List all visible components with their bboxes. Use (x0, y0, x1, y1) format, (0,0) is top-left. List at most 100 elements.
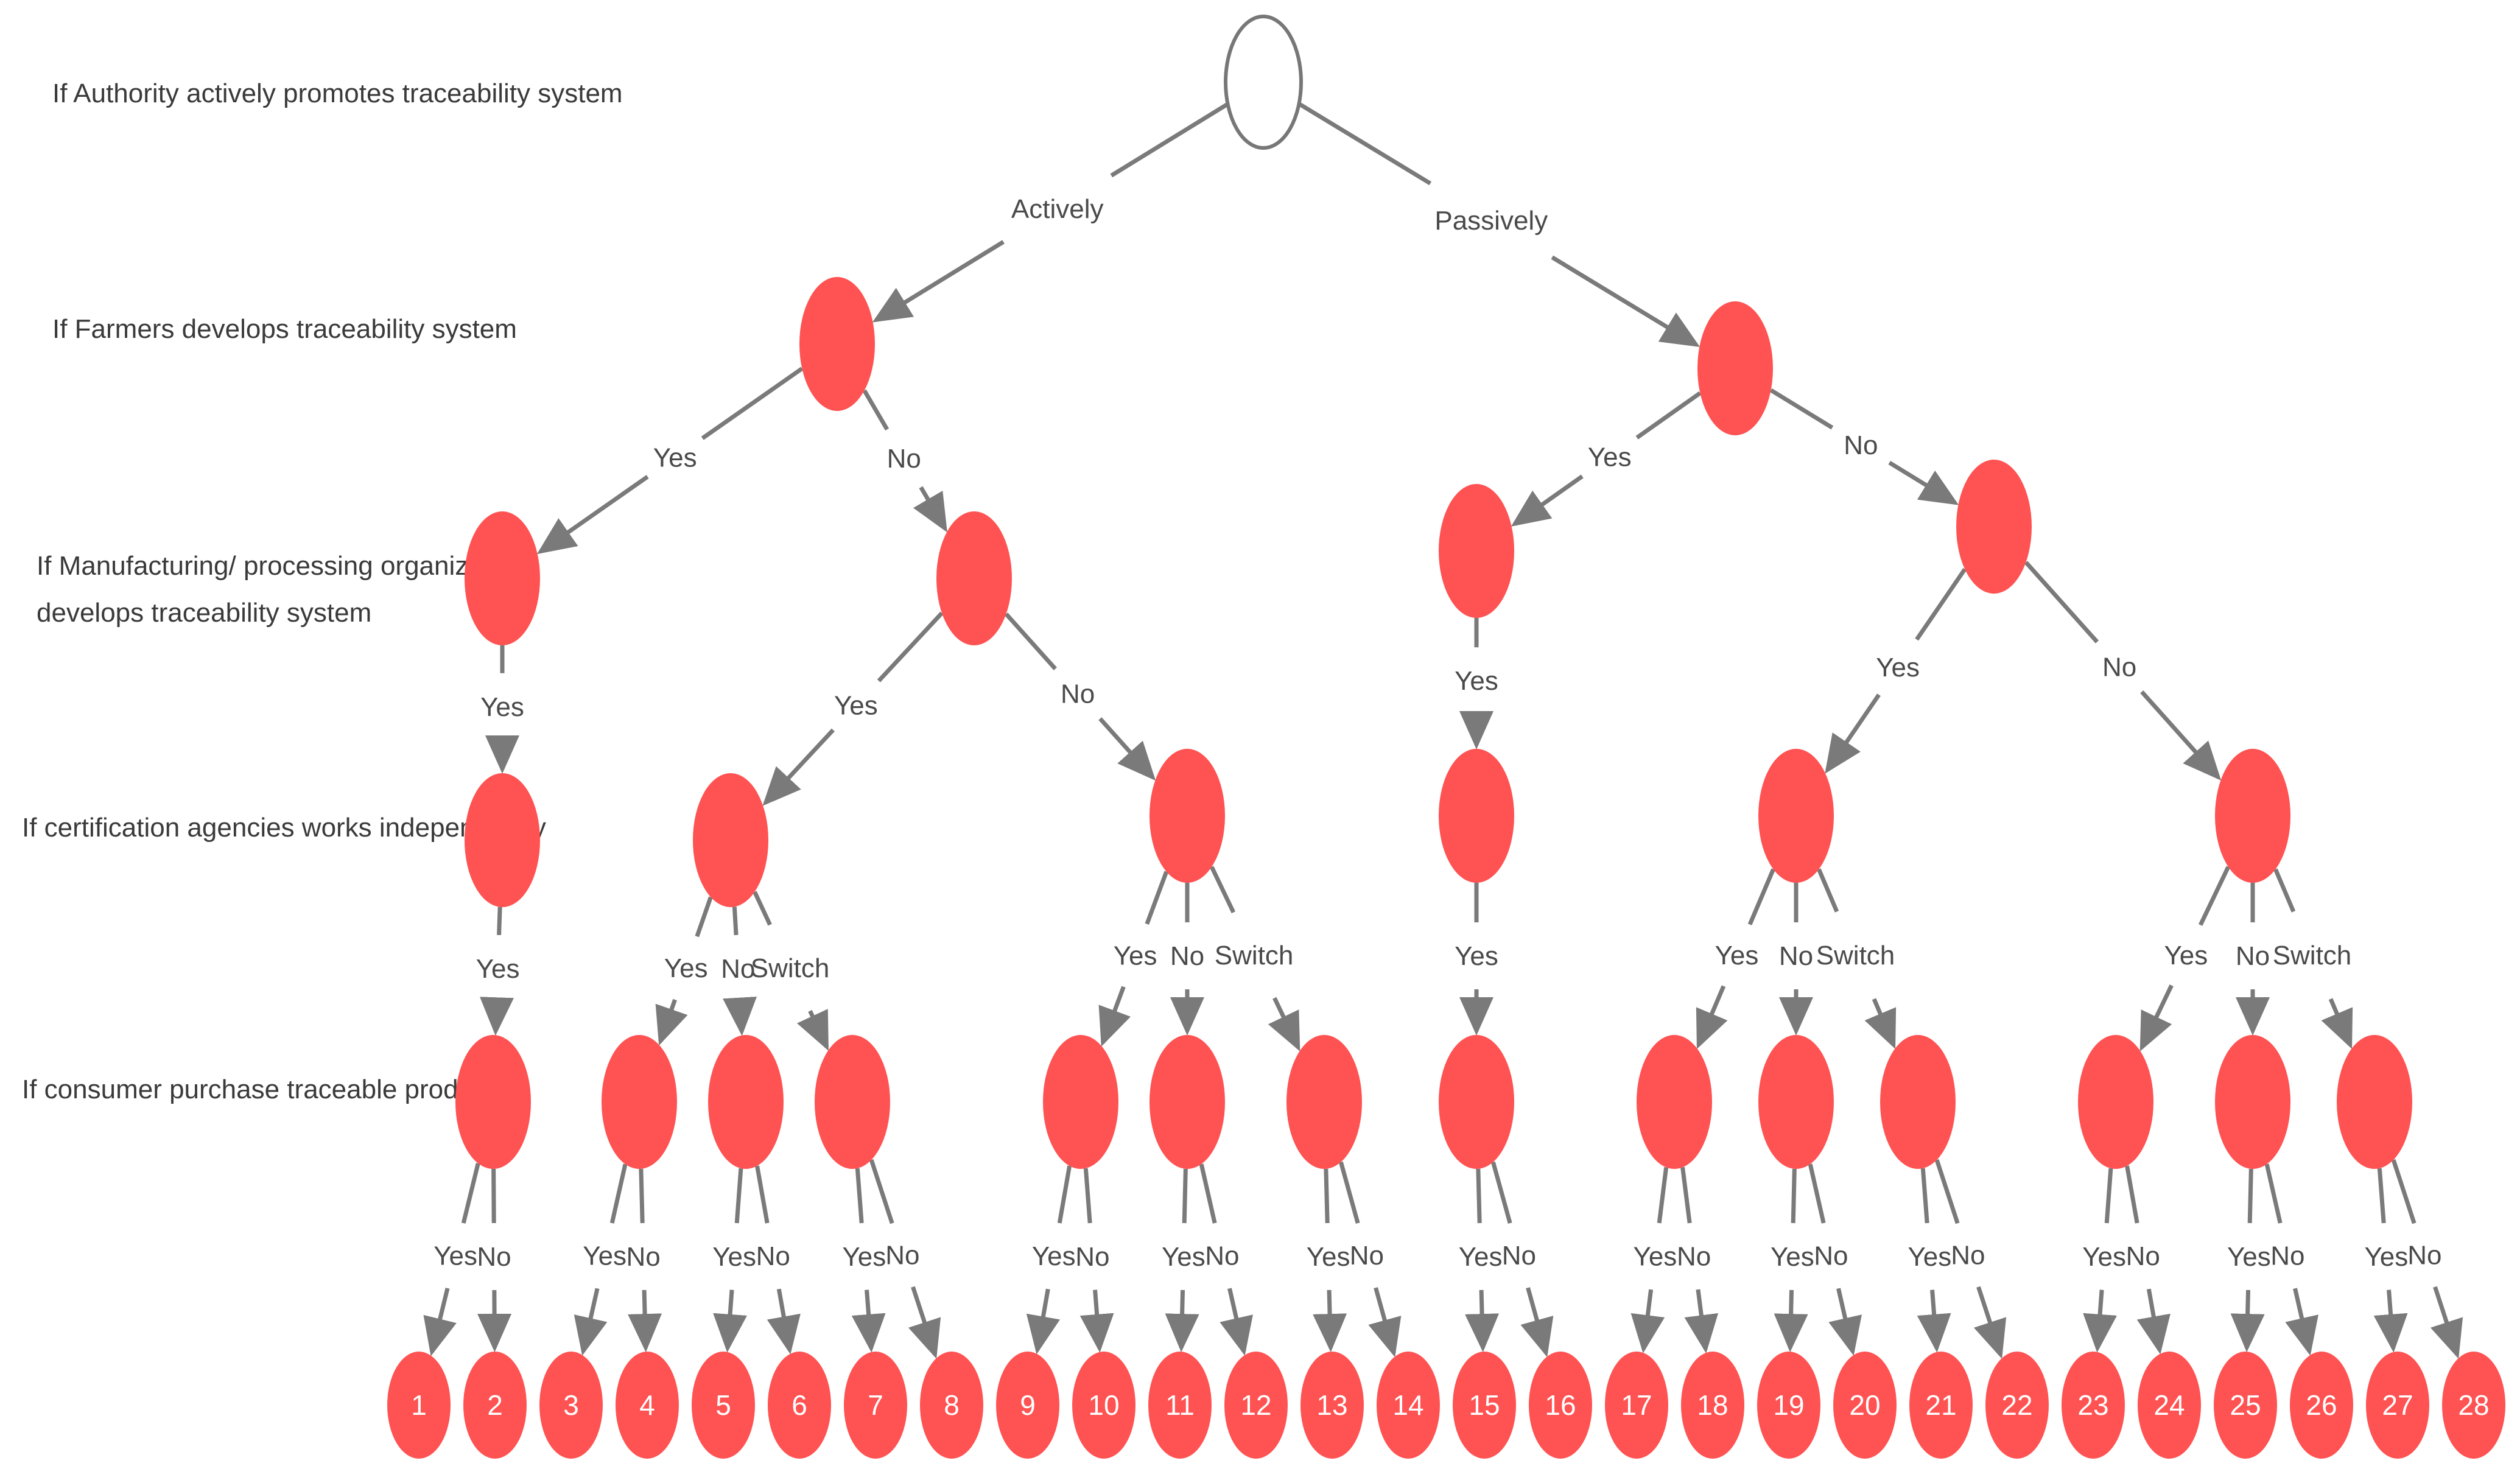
edge-P13-L25: Yes (2227, 1168, 2271, 1353)
edge-C5-P9: Yes (1696, 868, 1775, 1050)
edge-line-upper (869, 1159, 894, 1224)
decision-node-P12 (2078, 1035, 2153, 1169)
edge-label: No (2126, 1241, 2160, 1271)
edge-line-upper (1817, 868, 1839, 913)
edge-C3-P6: No (1170, 883, 1204, 1036)
edge-arrow (628, 1289, 662, 1353)
edge-line-upper (755, 1165, 770, 1224)
leaf-node-16: 16 (1529, 1352, 1592, 1459)
edge-line-upper (732, 907, 739, 936)
node-shape (463, 1352, 527, 1459)
edge-P10-L20: No (1808, 1163, 1862, 1356)
edge-P7-L14: No (1338, 1161, 1402, 1358)
node-shape (1758, 1035, 1834, 1169)
decision-node-P3 (708, 1035, 784, 1169)
edge-arrow (1079, 1289, 1114, 1353)
leaf-number: 25 (2230, 1389, 2261, 1421)
leaf-node-3: 3 (539, 1352, 603, 1459)
edge-P6-L11: Yes (1162, 1168, 1206, 1353)
edge-P8-L16: No (1490, 1161, 1554, 1358)
leaf-number: 4 (639, 1389, 655, 1421)
leaf-number: 8 (944, 1389, 960, 1421)
edge-arrow (1864, 998, 1897, 1050)
leaf-node-24: 24 (2138, 1352, 2201, 1459)
node-shape (1880, 1035, 1956, 1169)
edge-line-upper (2377, 1168, 2386, 1224)
leaf-node-18: 18 (1681, 1352, 1744, 1459)
edge-line-upper (1338, 1161, 1360, 1224)
decision-node-BY (1439, 484, 1514, 618)
edge-label: No (626, 1242, 661, 1272)
edge-arrow (1630, 1289, 1665, 1353)
node-shape (708, 1035, 784, 1169)
edge-line-upper (1920, 1168, 1929, 1224)
edge-arrow (2373, 1289, 2408, 1353)
edge-A-AY: Yes (536, 366, 804, 555)
node-shape (815, 1035, 890, 1169)
edge-line-upper (1769, 388, 1834, 430)
node-shape (2215, 749, 2290, 883)
edge-arrow (1313, 1289, 1347, 1353)
edge-label: Actively (1011, 194, 1104, 224)
edge-arrow (655, 998, 688, 1046)
edge-P11-L21: Yes (1908, 1168, 1951, 1353)
edge-line-upper (1915, 567, 1967, 641)
edge-arrow (851, 1289, 886, 1353)
edge-P4-L7: Yes (842, 1168, 886, 1353)
edge-line-upper (1490, 1161, 1512, 1224)
edge-label: Yes (1771, 1242, 1814, 1272)
edge-label: No (1075, 1242, 1109, 1272)
decision-node-C2 (693, 773, 768, 907)
edge-line-upper (1145, 871, 1169, 925)
edge-label: Yes (1634, 1242, 1677, 1272)
leaf-node-5: 5 (692, 1352, 755, 1459)
edge-C3-P7: Switch (1209, 866, 1300, 1052)
edge-label: Yes (1032, 1241, 1076, 1271)
node-shape (936, 511, 1012, 645)
edge-label: Yes (1715, 941, 1759, 970)
node-shape (1453, 1352, 1516, 1459)
edge-P8-L15: Yes (1459, 1168, 1503, 1353)
leaf-number: 11 (1165, 1389, 1195, 1421)
edge-C5-P11: Switch (1816, 868, 1897, 1050)
edge-line-upper (877, 611, 944, 682)
node-shape (2215, 1035, 2290, 1169)
node-shape (1286, 1035, 1362, 1169)
edge-label: No (885, 1241, 919, 1271)
node-shape (1909, 1352, 1973, 1459)
edge-line-upper (1110, 102, 1229, 178)
decision-node-B (1697, 301, 1773, 435)
decision-node-P5 (1043, 1035, 1118, 1169)
node-shape (2337, 1035, 2412, 1169)
edge-arrow (1520, 1287, 1554, 1358)
node-shape (2366, 1352, 2429, 1459)
edge-P2-L4: No (626, 1168, 662, 1353)
edge-C2-P4: Switch (751, 891, 829, 1051)
edge-label: Switch (2273, 941, 2352, 970)
edge-arrow (574, 1288, 608, 1356)
edge-label: No (1814, 1241, 1848, 1271)
edge-arrow (1098, 717, 1156, 781)
decision-node-P13 (2215, 1035, 2290, 1169)
edge-label: No (1779, 941, 1813, 971)
node-shape (1224, 15, 1303, 150)
edge-line-upper (2247, 1168, 2253, 1224)
leaf-number: 22 (2001, 1389, 2032, 1421)
edge-line-upper (1680, 1166, 1692, 1224)
node-shape (1529, 1352, 1592, 1459)
edge-label: Yes (834, 691, 878, 721)
leaf-node-23: 23 (2062, 1352, 2125, 1459)
decision-node-P11 (1880, 1035, 1956, 1169)
edge-arrow (423, 1288, 457, 1356)
edge-B-BY: Yes (1511, 391, 1702, 527)
node-shape (387, 1352, 451, 1459)
level-label-manufacturing-line-1: If Manufacturing/ processing organizatio… (37, 551, 527, 581)
node-shape (1605, 1352, 1668, 1459)
edge-label: Yes (1459, 1242, 1503, 1272)
edge-label: No (2407, 1241, 2441, 1271)
edge-arrow (2321, 998, 2353, 1050)
edge-C3-P5: Yes (1098, 871, 1169, 1047)
edge-arrow (2285, 1288, 2318, 1356)
edge-label: No (1844, 430, 1878, 460)
